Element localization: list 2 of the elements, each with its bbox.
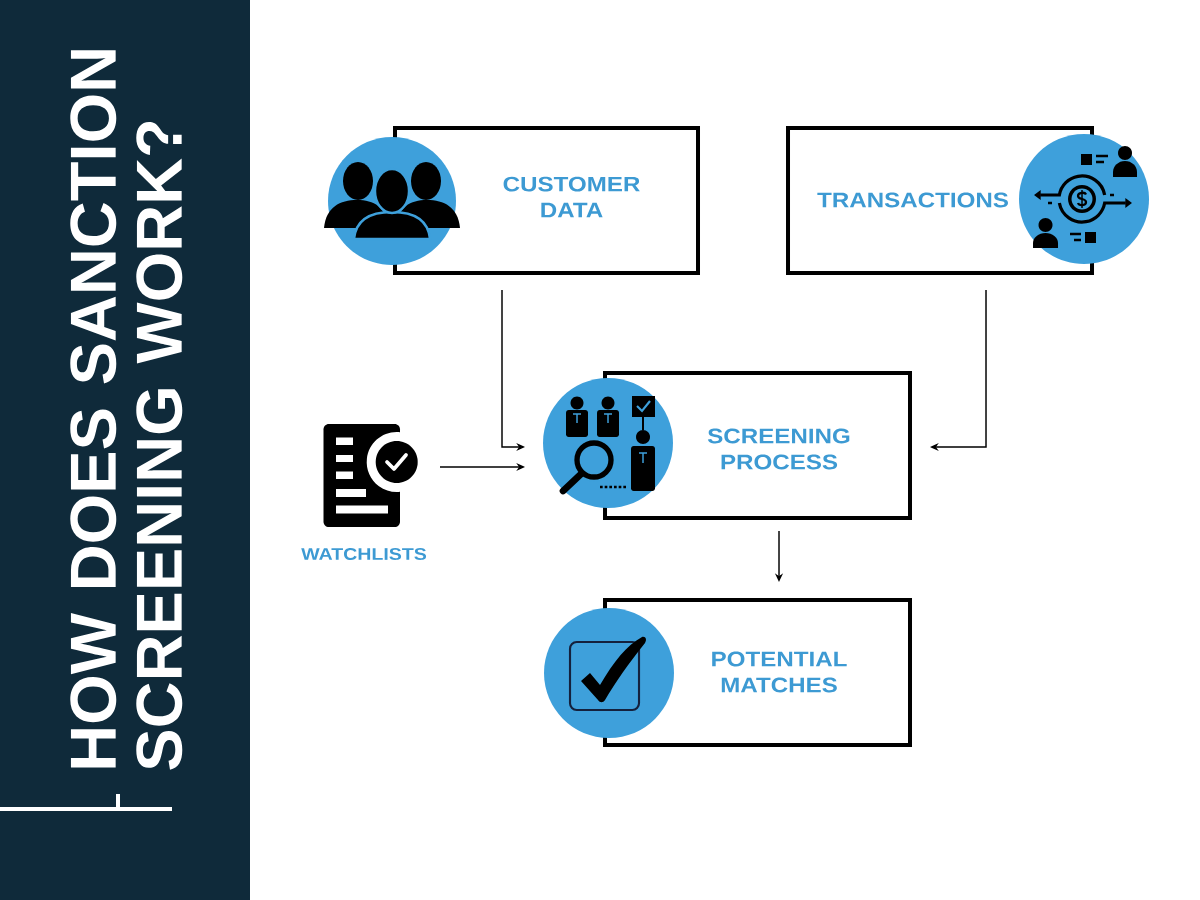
- node-label: WATCHLISTS: [301, 547, 427, 560]
- title: HOW DOES SANCTION SCREENING WORK?: [70, 50, 183, 770]
